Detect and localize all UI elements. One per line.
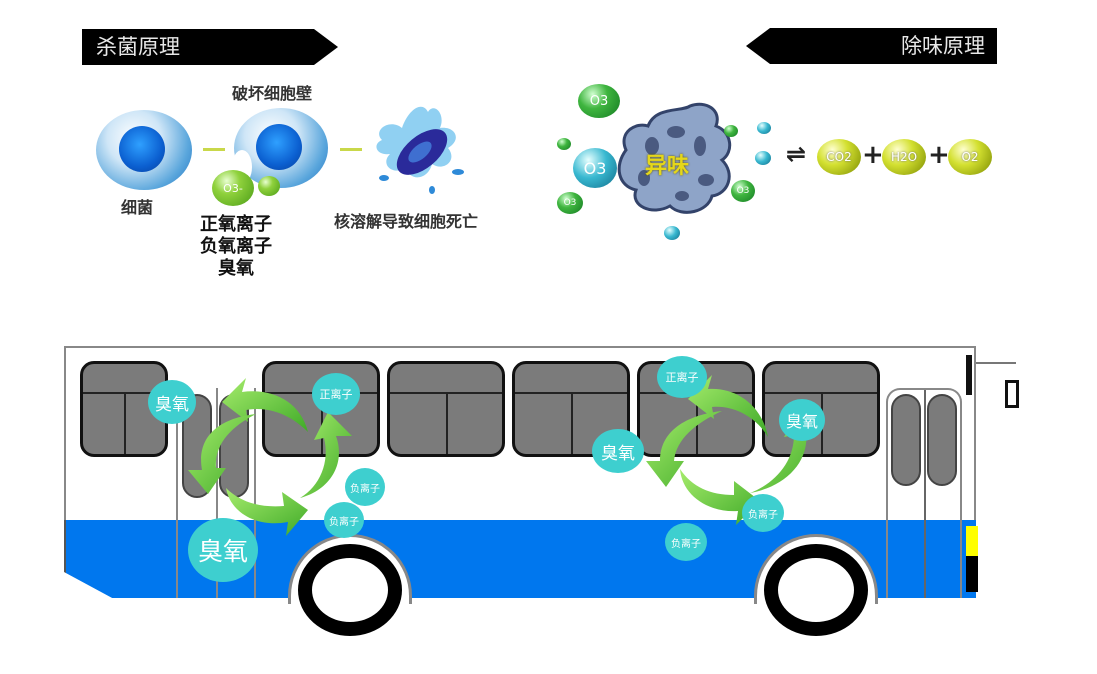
rear-wheel-icon [298, 544, 402, 636]
front-door [886, 388, 962, 598]
damaged-cell-icon [234, 108, 328, 188]
side-mirror-icon [1005, 380, 1019, 408]
deodorization-principle-banner: 除味原理 [746, 28, 997, 64]
door-window [891, 394, 921, 486]
negative-ion-bubble: 负离子 [345, 468, 385, 506]
bus-window [387, 361, 505, 457]
o2-sphere-icon: O2 [948, 139, 992, 175]
nucleus-dissolution-label: 核溶解导致细胞死亡 [334, 212, 479, 231]
agent-negative-oxygen-ion: 负氧离子 [200, 236, 272, 257]
odor-particle-icon [617, 102, 732, 214]
front-wheel-icon [764, 544, 868, 636]
ozone-bubble: 臭氧 [148, 380, 196, 424]
ozone-bubble: 臭氧 [779, 399, 825, 441]
positive-ion-bubble: 正离子 [312, 373, 360, 415]
agent-ozone: 臭氧 [218, 258, 254, 279]
dissolved-nucleus-icon [376, 106, 464, 194]
bacteria-label: 细菌 [121, 198, 154, 217]
front-bumper [966, 556, 978, 592]
mirror-arm [976, 362, 1016, 364]
positive-ion-bubble: 正离子 [657, 356, 707, 398]
arrow-icon [203, 148, 225, 151]
left-circulation-arrows-icon [188, 378, 352, 536]
small-ozone-sphere-icon [724, 125, 738, 137]
banner-title: 杀菌原理 [96, 35, 180, 59]
cell-nucleus-icon [256, 124, 302, 170]
sterilization-principle-banner: 杀菌原理 [82, 29, 338, 65]
co2-sphere-icon: CO2 [817, 139, 861, 175]
banner-title: 除味原理 [901, 34, 985, 58]
negative-ion-bubble: 负离子 [742, 494, 784, 532]
cell-nucleus-icon [119, 126, 165, 172]
bacteria-cell-icon [96, 110, 192, 190]
small-ozone-sphere-icon [557, 138, 571, 150]
agents-list: 正氧离子 负氧离子 臭氧 [200, 214, 272, 280]
ozone-sphere-icon: O3 [573, 148, 617, 188]
h2o-sphere-icon: H2O [882, 139, 926, 175]
door-window [927, 394, 957, 486]
front-light-icon [966, 526, 978, 556]
arrow-icon [340, 148, 362, 151]
plus-sign: + [928, 140, 950, 170]
negative-ion-bubble: 负离子 [324, 502, 364, 538]
small-ion-sphere-icon [258, 176, 280, 196]
equilibrium-arrow-icon: ⇌ [786, 140, 807, 168]
plus-sign: + [862, 140, 884, 170]
ozone-ion-sphere-icon: O3- [212, 170, 254, 206]
rear-door [176, 388, 256, 598]
agent-positive-oxygen-ion: 正氧离子 [200, 214, 272, 235]
ozone-sphere-icon: O3 [578, 84, 620, 118]
negative-ion-bubble: 负离子 [665, 523, 707, 561]
ozone-bubble: 臭氧 [592, 429, 644, 473]
right-circulation-arrows-icon [646, 375, 820, 525]
small-ozone-sphere-icon [664, 226, 680, 240]
odor-label: 异味 [645, 154, 690, 179]
ozone-sphere-icon: O3 [731, 180, 755, 202]
ozone-sphere-icon: O3 [557, 192, 583, 214]
break-cell-wall-label: 破坏细胞壁 [232, 84, 313, 103]
small-ozone-sphere-icon [755, 151, 771, 165]
small-ozone-sphere-icon [757, 122, 771, 134]
ozone-bubble-large: 臭氧 [188, 518, 258, 582]
front-pillar [966, 355, 972, 395]
